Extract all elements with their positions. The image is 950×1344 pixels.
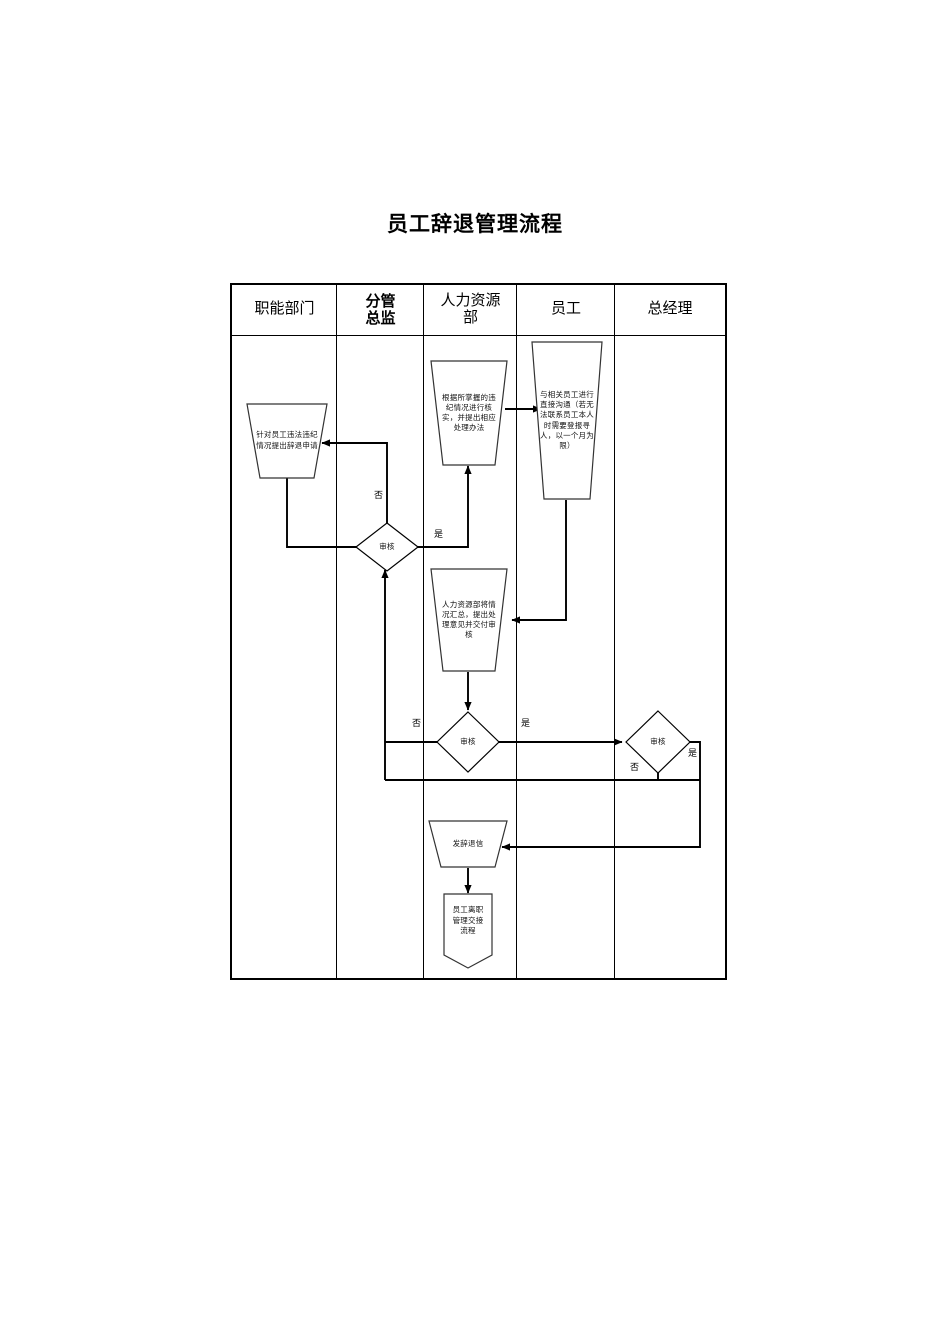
node-review-general-manager[interactable]: 审核 bbox=[625, 710, 691, 774]
edge-label-review2-yes: 是 bbox=[521, 719, 531, 729]
node-offboarding-process-label: 员工离职管理交接流程 bbox=[452, 905, 484, 936]
edge-label-review2-no: 否 bbox=[412, 719, 422, 729]
node-hr-verify[interactable]: 根据所掌握的违纪情况进行核实，并提出相应处理办法 bbox=[430, 360, 508, 466]
node-send-dismissal-letter[interactable]: 发辞退信 bbox=[428, 820, 508, 868]
node-offboarding-process[interactable]: 员工离职管理交接流程 bbox=[443, 893, 493, 969]
node-apply-dismissal[interactable]: 针对员工违法违纪情况提出辞退申请 bbox=[246, 403, 328, 479]
swimlane-table: 职能部门 分管 总监 人力资源 部 员工 总经理 bbox=[230, 283, 727, 980]
lane-column-general-manager bbox=[615, 285, 725, 978]
node-apply-dismissal-label: 针对员工违法违纪情况提出辞退申请 bbox=[256, 430, 318, 450]
edge-label-gm-yes: 是 bbox=[688, 749, 698, 759]
lane-column-functional-dept bbox=[232, 285, 337, 978]
lane-column-supervising-director bbox=[337, 285, 424, 978]
page-title: 员工辞退管理流程 bbox=[387, 212, 563, 236]
node-employee-communicate-label: 与相关员工进行直接沟通（若无法联系员工本人时需要登报寻人，以一个月为限） bbox=[540, 390, 594, 450]
lane-header-general-manager: 总经理 bbox=[647, 301, 693, 318]
lane-header-supervising-director: 分管 总监 bbox=[365, 291, 396, 327]
lane-header-functional-dept: 职能部门 bbox=[254, 301, 315, 318]
node-review-director-2[interactable]: 审核 bbox=[436, 711, 500, 773]
node-employee-communicate[interactable]: 与相关员工进行直接沟通（若无法联系员工本人时需要登报寻人，以一个月为限） bbox=[531, 341, 603, 500]
edge-label-review1-yes: 是 bbox=[434, 530, 444, 540]
node-review-director[interactable]: 审核 bbox=[355, 522, 419, 572]
lane-header-employee: 员工 bbox=[550, 301, 581, 318]
lane-column-employee bbox=[517, 285, 615, 978]
node-review-director-label: 审核 bbox=[379, 541, 395, 551]
node-send-dismissal-letter-label: 发辞退信 bbox=[452, 838, 484, 848]
node-review-director-2-label: 审核 bbox=[460, 736, 476, 746]
node-hr-summarize[interactable]: 人力资源部将情况汇总，提出处理意见并交付审核 bbox=[430, 568, 508, 672]
lane-column-hr-department bbox=[424, 285, 517, 978]
lane-header-hr-department: 人力资源 部 bbox=[440, 292, 501, 326]
edge-label-review1-no: 否 bbox=[374, 491, 384, 501]
node-hr-verify-label: 根据所掌握的违纪情况进行核实，并提出相应处理办法 bbox=[442, 392, 496, 433]
node-review-general-manager-label: 审核 bbox=[650, 736, 666, 746]
edge-label-gm-no: 否 bbox=[630, 763, 640, 773]
node-hr-summarize-label: 人力资源部将情况汇总，提出处理意见并交付审核 bbox=[442, 599, 496, 640]
header-divider bbox=[232, 335, 725, 336]
